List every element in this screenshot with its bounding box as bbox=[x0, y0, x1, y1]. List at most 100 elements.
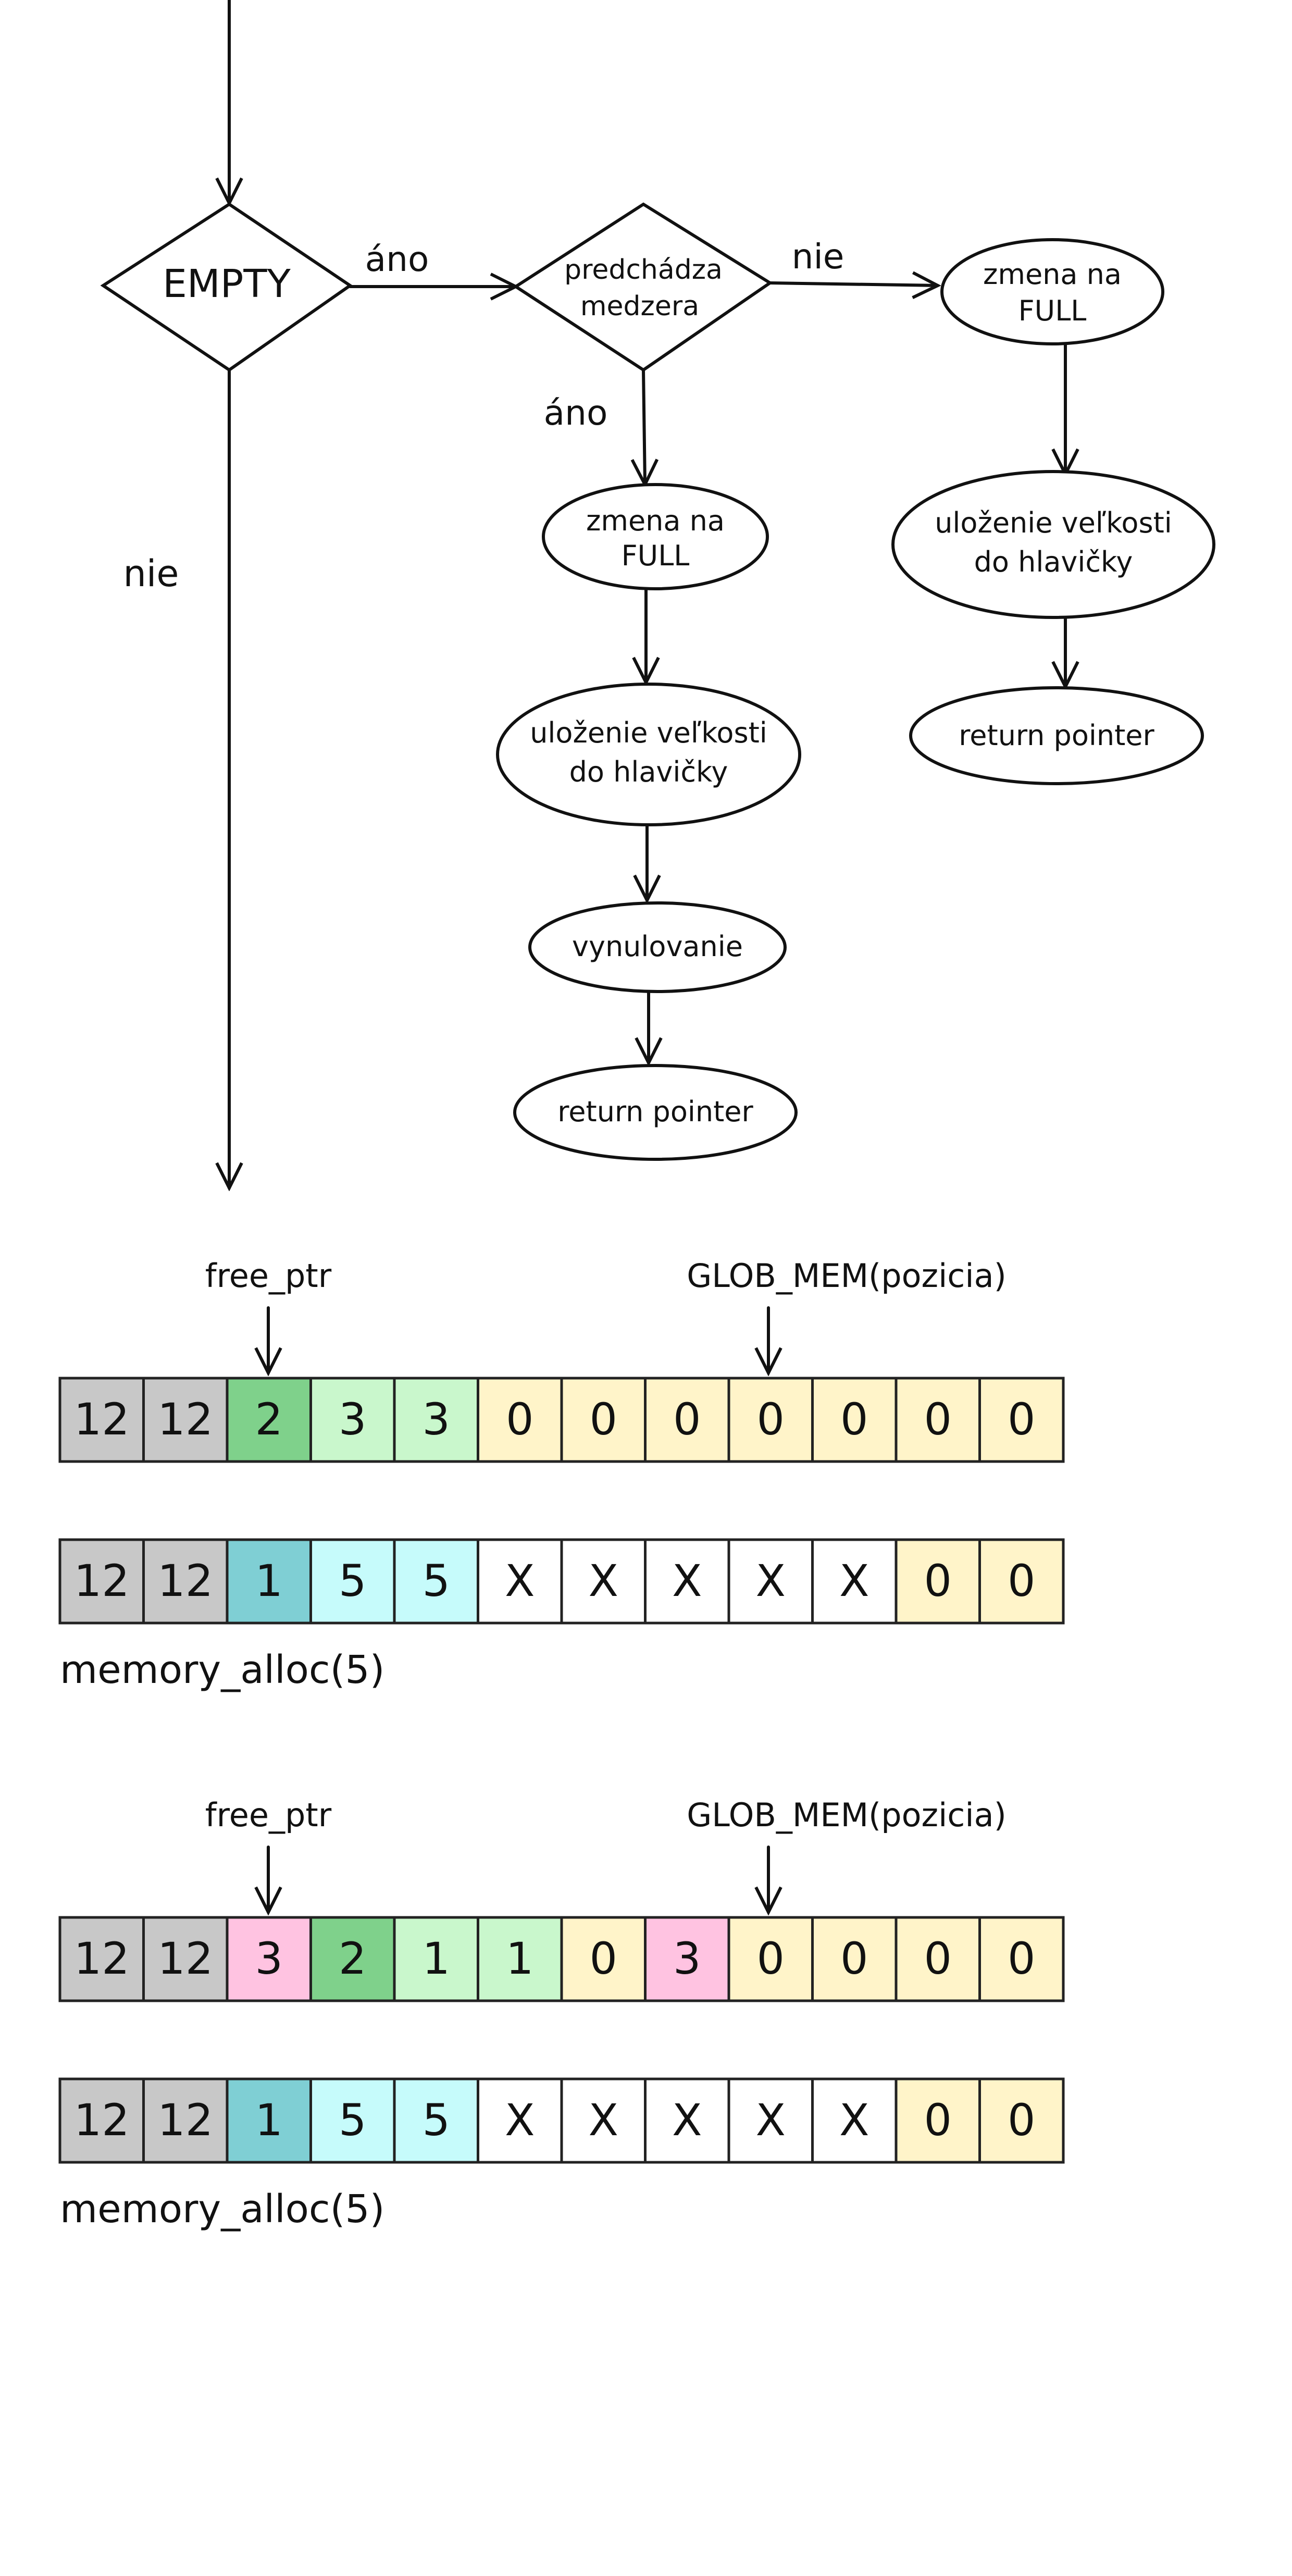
memory-before-cell-value: 0 bbox=[840, 1933, 868, 1984]
gap-yes-label: áno bbox=[544, 393, 608, 433]
memory-after-cell-value: 1 bbox=[255, 1555, 283, 1606]
memory-after-cell-value: X bbox=[505, 2095, 535, 2146]
memory-before-cell bbox=[644, 1916, 730, 2002]
memory-after-cell bbox=[477, 2077, 563, 2164]
flowchart: EMPTY áno nie predchádza medzera nie áno… bbox=[100, 0, 1215, 1188]
memory-before-cell bbox=[811, 1377, 898, 1463]
yes-return-node bbox=[513, 1064, 798, 1161]
memory-before-cell bbox=[226, 1377, 312, 1463]
memory-before-cell-value: 0 bbox=[506, 1394, 533, 1445]
memory-before-cell bbox=[560, 1916, 647, 2002]
memory-after-cell-value: 0 bbox=[1008, 2095, 1035, 2146]
memory-after-cell bbox=[644, 1538, 730, 1625]
empty-yes-label: áno bbox=[365, 239, 429, 279]
memory-after-cell-value: 5 bbox=[339, 2095, 366, 2146]
gap-no-label: nie bbox=[792, 237, 844, 277]
memory-after-cell bbox=[978, 1538, 1065, 1625]
memory-before-cell-value: 0 bbox=[924, 1933, 952, 1984]
free-ptr-label: free_ptr bbox=[205, 1796, 332, 1834]
no-return-label: return pointer bbox=[959, 719, 1154, 752]
memory-before-cell bbox=[142, 1377, 229, 1463]
memory-before-cell-value: 0 bbox=[757, 1933, 785, 1984]
memory-after-cell-value: X bbox=[755, 2095, 786, 2146]
memory-before-cell-value: 0 bbox=[1008, 1933, 1035, 1984]
memory-after-cell-value: 1 bbox=[255, 2095, 283, 2146]
memory-after-cell-value: 0 bbox=[1008, 1555, 1035, 1606]
yes-return-label: return pointer bbox=[557, 1095, 753, 1128]
memory-before-cell-value: 0 bbox=[1008, 1394, 1035, 1445]
memory-after-cell-value: X bbox=[588, 1555, 618, 1606]
memory-after-cell bbox=[978, 2077, 1065, 2164]
memory-before-cell-value: 1 bbox=[506, 1933, 533, 1984]
memory-after-cell bbox=[727, 1538, 814, 1625]
memory-after-cell-value: X bbox=[839, 1555, 869, 1606]
memory-before-cell bbox=[477, 1377, 563, 1463]
yes-set-full-node bbox=[542, 483, 769, 590]
memory-before-cell-value: 0 bbox=[924, 1394, 952, 1445]
memory-before-cell bbox=[727, 1377, 814, 1463]
memory-after-cell-value: 5 bbox=[423, 2095, 450, 2146]
memory-after-cell bbox=[309, 2077, 396, 2164]
memory-before-cell-value: 12 bbox=[74, 1394, 130, 1445]
memory-before-cell bbox=[644, 1377, 730, 1463]
memory-after-cell bbox=[727, 2077, 814, 2164]
memory-after-cell bbox=[644, 2077, 730, 2164]
memory-before-cell bbox=[978, 1916, 1065, 2002]
gap-no-arrow bbox=[768, 283, 938, 286]
memory-before-cell bbox=[895, 1916, 981, 2002]
gap-decision bbox=[513, 202, 773, 372]
memory-after-cell bbox=[142, 1538, 229, 1625]
yes-zeroing-node bbox=[528, 901, 787, 993]
gap-decision-label-line1: predchádza bbox=[564, 254, 723, 286]
yes-set-full-line1: zmena na bbox=[586, 504, 725, 537]
memory-alloc-call-label: memory_alloc(5) bbox=[60, 1648, 384, 1692]
memory-before-cell-value: 12 bbox=[74, 1933, 130, 1984]
memory-after-cell bbox=[226, 2077, 312, 2164]
memory-after-cell-value: X bbox=[672, 2095, 702, 2146]
memory-before-cell bbox=[309, 1916, 396, 2002]
memory-after-cell-value: X bbox=[672, 1555, 702, 1606]
memory-before-cell-value: 3 bbox=[423, 1394, 450, 1445]
no-set-full-line2: FULL bbox=[1018, 294, 1087, 327]
yes-store-size-line1: uloženie veľkosti bbox=[530, 716, 767, 749]
memory-before-cell-value: 0 bbox=[590, 1394, 617, 1445]
memory-before-cell-value: 0 bbox=[757, 1394, 785, 1445]
memory-before-cell-value: 2 bbox=[339, 1933, 366, 1984]
memory-after-cell-value: 0 bbox=[924, 1555, 952, 1606]
memory-before-cell-value: 3 bbox=[255, 1933, 283, 1984]
memory-after-cell-value: X bbox=[755, 1555, 786, 1606]
memory-before-cell-value: 0 bbox=[590, 1933, 617, 1984]
memory-after-cell-value: 0 bbox=[924, 2095, 952, 2146]
memory-after-cell-value: 5 bbox=[339, 1555, 366, 1606]
no-set-full-line1: zmena na bbox=[983, 258, 1122, 291]
yes-store-size-line2: do hlavičky bbox=[569, 756, 728, 788]
memory-after-cell bbox=[560, 1538, 647, 1625]
memory-after-cell-value: 12 bbox=[74, 1555, 130, 1606]
memory-before-cell bbox=[477, 1916, 563, 2002]
glob-mem-label: GLOB_MEM(pozicia) bbox=[687, 1257, 1007, 1295]
yes-set-full-line2: FULL bbox=[622, 539, 690, 572]
memory-after-cell bbox=[58, 1538, 145, 1625]
memory-alloc-call-label: memory_alloc(5) bbox=[60, 2187, 384, 2232]
no-return-node bbox=[909, 686, 1204, 785]
memory-before-cell-value: 2 bbox=[255, 1394, 283, 1445]
glob-mem-label: GLOB_MEM(pozicia) bbox=[687, 1796, 1007, 1834]
memory-before-cell-value: 0 bbox=[840, 1394, 868, 1445]
no-store-size-line2: do hlavičky bbox=[974, 546, 1133, 578]
memory-after-cell-value: 12 bbox=[157, 1555, 213, 1606]
memory-before-cell-value: 1 bbox=[423, 1933, 450, 1984]
memory-after-cell-value: 12 bbox=[74, 2095, 130, 2146]
memory-before-cell-value: 12 bbox=[157, 1394, 213, 1445]
memory-before-cell-value: 0 bbox=[673, 1394, 701, 1445]
memory-after-cell bbox=[895, 1538, 981, 1625]
memory-before-cell-value: 3 bbox=[339, 1394, 366, 1445]
yes-zeroing-label: vynulovanie bbox=[572, 930, 743, 963]
empty-decision-label: EMPTY bbox=[163, 262, 291, 306]
memory-after-cell bbox=[560, 2077, 647, 2164]
no-set-full-node bbox=[940, 238, 1164, 345]
no-store-size-node bbox=[891, 470, 1215, 619]
yes-store-size-node bbox=[496, 683, 801, 826]
memory-after-cell bbox=[309, 1538, 396, 1625]
